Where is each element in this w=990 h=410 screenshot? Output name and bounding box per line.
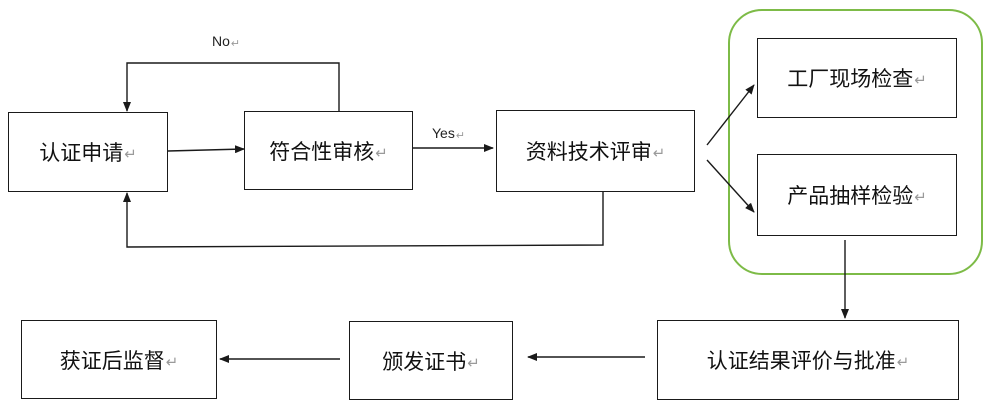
- edge-review-to-apply-return: [123, 192, 604, 248]
- node-issue-cert: 颁发证书↵: [349, 321, 513, 400]
- edge-review-to-sample: [706, 159, 755, 213]
- node-evaluation-label: 认证结果评价与批准: [706, 349, 896, 373]
- edge-conformity-to-apply-no: [123, 62, 340, 112]
- node-apply: 认证申请↵: [8, 112, 168, 192]
- node-supervision-label: 获证后监督: [59, 348, 165, 373]
- node-factory-inspection: 工厂现场检查↵: [757, 38, 957, 118]
- edge-apply-to-conformity: [167, 145, 245, 154]
- node-factory-inspection-label: 工厂现场检查: [787, 67, 914, 91]
- edge-label-yes: Yes↵: [432, 125, 466, 142]
- edge-review-to-factory: [706, 84, 755, 146]
- node-doc-review-label: 资料技术评审: [525, 140, 652, 164]
- node-doc-review: 资料技术评审↵: [496, 110, 695, 192]
- edge-label-no: No↵: [212, 33, 241, 50]
- node-sample-test: 产品抽样检验↵: [757, 154, 957, 236]
- node-evaluation: 认证结果评价与批准↵: [657, 320, 959, 400]
- inspection-group-frame: [728, 9, 983, 275]
- node-sample-test-label: 产品抽样检验: [787, 184, 914, 208]
- node-apply-label: 认证申请: [39, 141, 124, 165]
- node-supervision: 获证后监督↵: [21, 320, 217, 399]
- node-conformity-label: 符合性审核: [269, 139, 375, 164]
- node-conformity: 符合性审核↵: [244, 111, 413, 190]
- node-issue-cert-label: 颁发证书: [382, 349, 467, 374]
